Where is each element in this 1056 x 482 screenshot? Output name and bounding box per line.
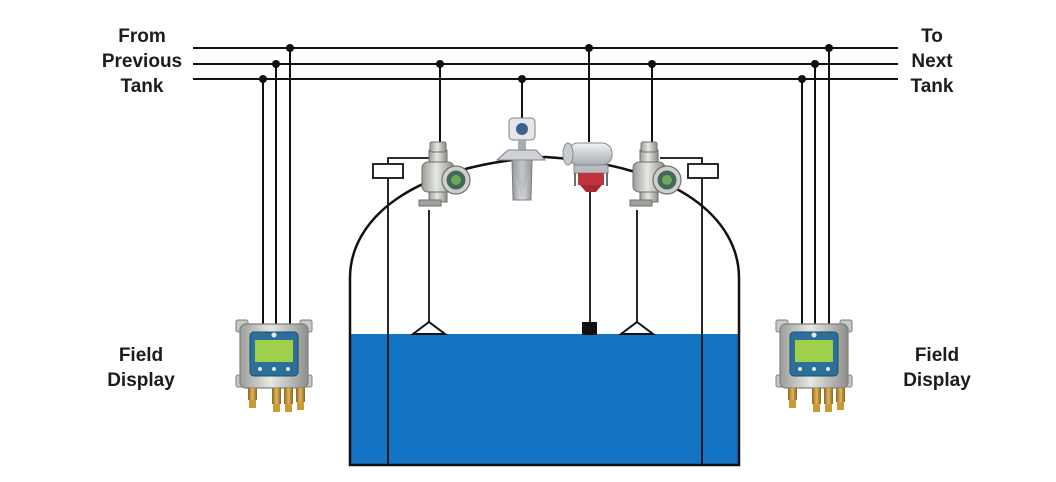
- field-display-unit-icon: [235, 319, 313, 412]
- tank-liquid: [350, 334, 739, 465]
- to-next-tank-line-1: To: [921, 26, 943, 47]
- level-transmitter-icon: [629, 141, 682, 207]
- storage-tank: [348, 155, 741, 467]
- radar-level-gauge-icon: [495, 117, 547, 201]
- sensing-elements: [410, 320, 656, 335]
- field-display-unit-icon: [775, 319, 853, 412]
- from-previous-tank-line-3: Tank: [120, 76, 164, 97]
- from-previous-tank-label: From Previous Tank: [92, 24, 192, 99]
- field-display-right-line-2: Display: [903, 370, 971, 391]
- bus-drops: [262, 48, 830, 324]
- junction-dots: [259, 44, 833, 83]
- displacer-icon: [582, 322, 597, 335]
- float-icon: [410, 320, 448, 335]
- to-next-tank-label: To Next Tank: [898, 24, 966, 99]
- field-display-left-label: Field Display: [96, 343, 186, 393]
- field-display-right-line-1: Field: [914, 345, 960, 366]
- field-display-left-line-2: Display: [107, 370, 175, 391]
- from-previous-tank-line-2: Previous: [101, 51, 183, 72]
- field-bus: [193, 47, 898, 80]
- internal-conductors: [372, 157, 719, 465]
- servo-level-gauge-icon: [562, 142, 613, 192]
- field-display-left-line-1: Field: [118, 345, 164, 366]
- field-display-right-label: Field Display: [892, 343, 982, 393]
- from-previous-tank-line-1: From: [118, 26, 166, 47]
- to-next-tank-line-2: Next: [911, 51, 953, 72]
- to-next-tank-line-3: Tank: [910, 76, 954, 97]
- level-transmitter-icon: [418, 141, 471, 207]
- float-icon: [618, 320, 656, 335]
- tank-outline: [348, 155, 741, 467]
